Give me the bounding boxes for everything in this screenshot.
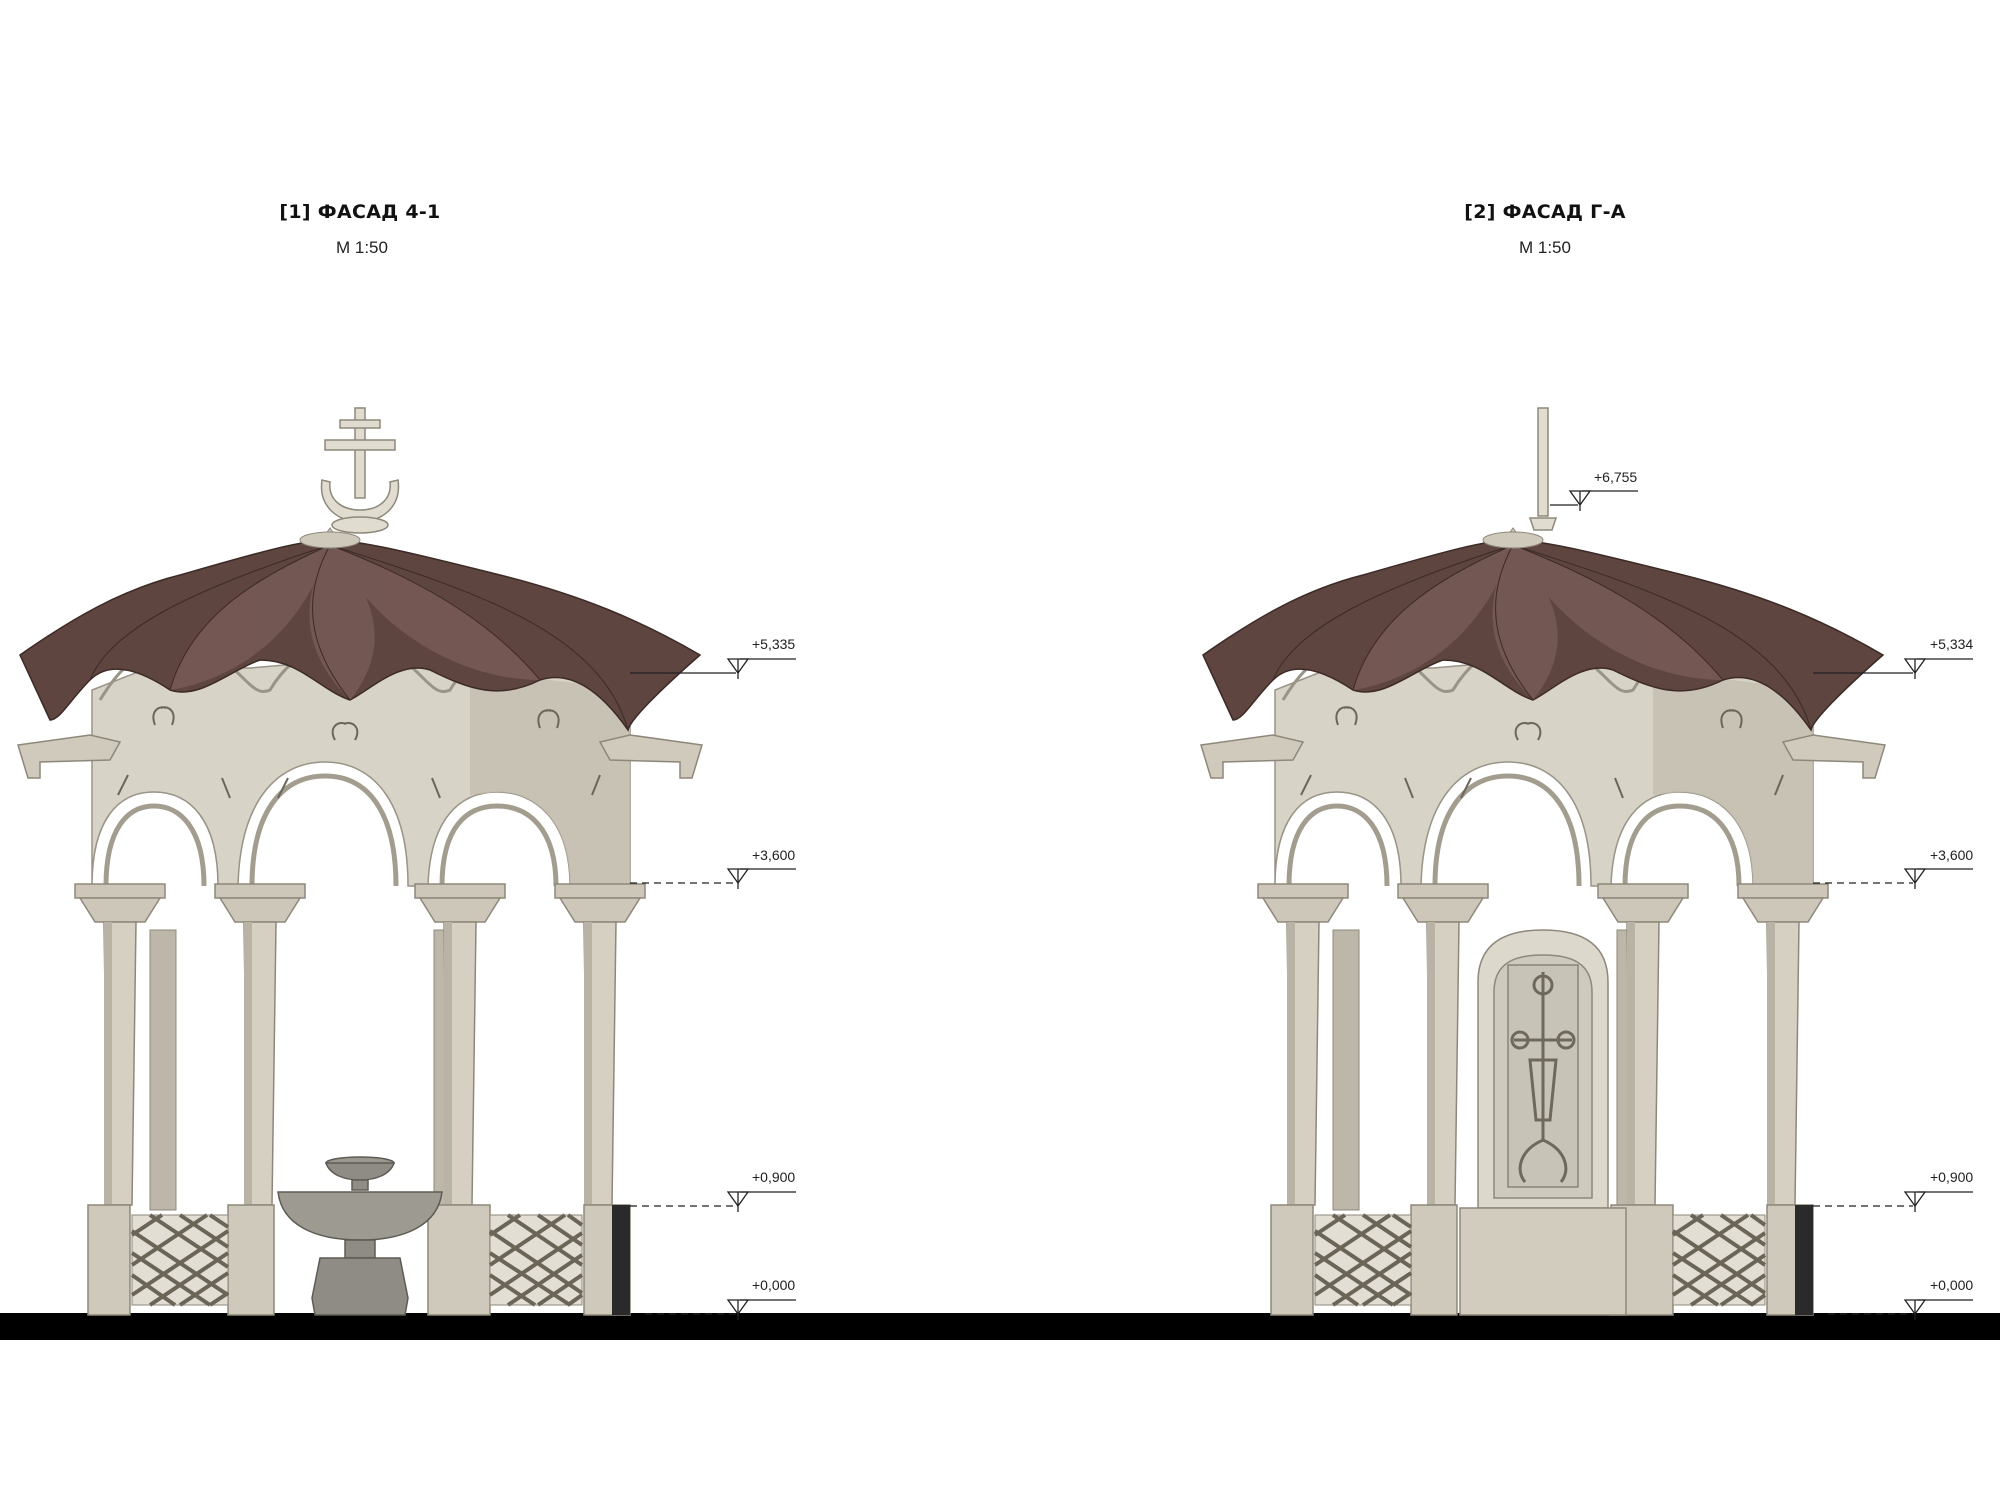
cross-finial-icon [320, 407, 400, 534]
spire-finial-icon [1528, 407, 1558, 531]
level-label: +0,000 [752, 1277, 795, 1293]
facade-1-scale: М 1:50 [336, 238, 388, 257]
ground-line [0, 1313, 2000, 1340]
level-label: +6,755 [1594, 469, 1637, 485]
facade-2-group: [2] ФАСАД Г-А М 1:50 [1201, 201, 1974, 1321]
facade-2-scale: М 1:50 [1519, 238, 1571, 257]
level-label: +3,600 [1930, 847, 1973, 863]
khachkar-icon [1459, 929, 1627, 1316]
level-label: +0,900 [1930, 1169, 1973, 1185]
facade-2-level-markers: +6,755 +5,334 +3,600 +0,900 +0,000 [1550, 469, 1974, 1321]
level-label: +3,600 [752, 847, 795, 863]
facade-1-level-markers: +5,335 +3,600 +0,900 +0,000 [630, 636, 797, 1321]
facade-1-title: [1] ФАСАД 4-1 [279, 201, 440, 223]
level-label: +0,000 [1930, 1277, 1973, 1293]
level-label: +0,900 [752, 1169, 795, 1185]
facade-2-title: [2] ФАСАД Г-А [1464, 201, 1626, 223]
fountain-icon [277, 1156, 443, 1316]
level-label: +5,335 [752, 636, 795, 652]
facade-1-group: [1] ФАСАД 4-1 М 1:50 +5,335 [18, 201, 797, 1321]
level-label: +5,334 [1930, 636, 1973, 652]
